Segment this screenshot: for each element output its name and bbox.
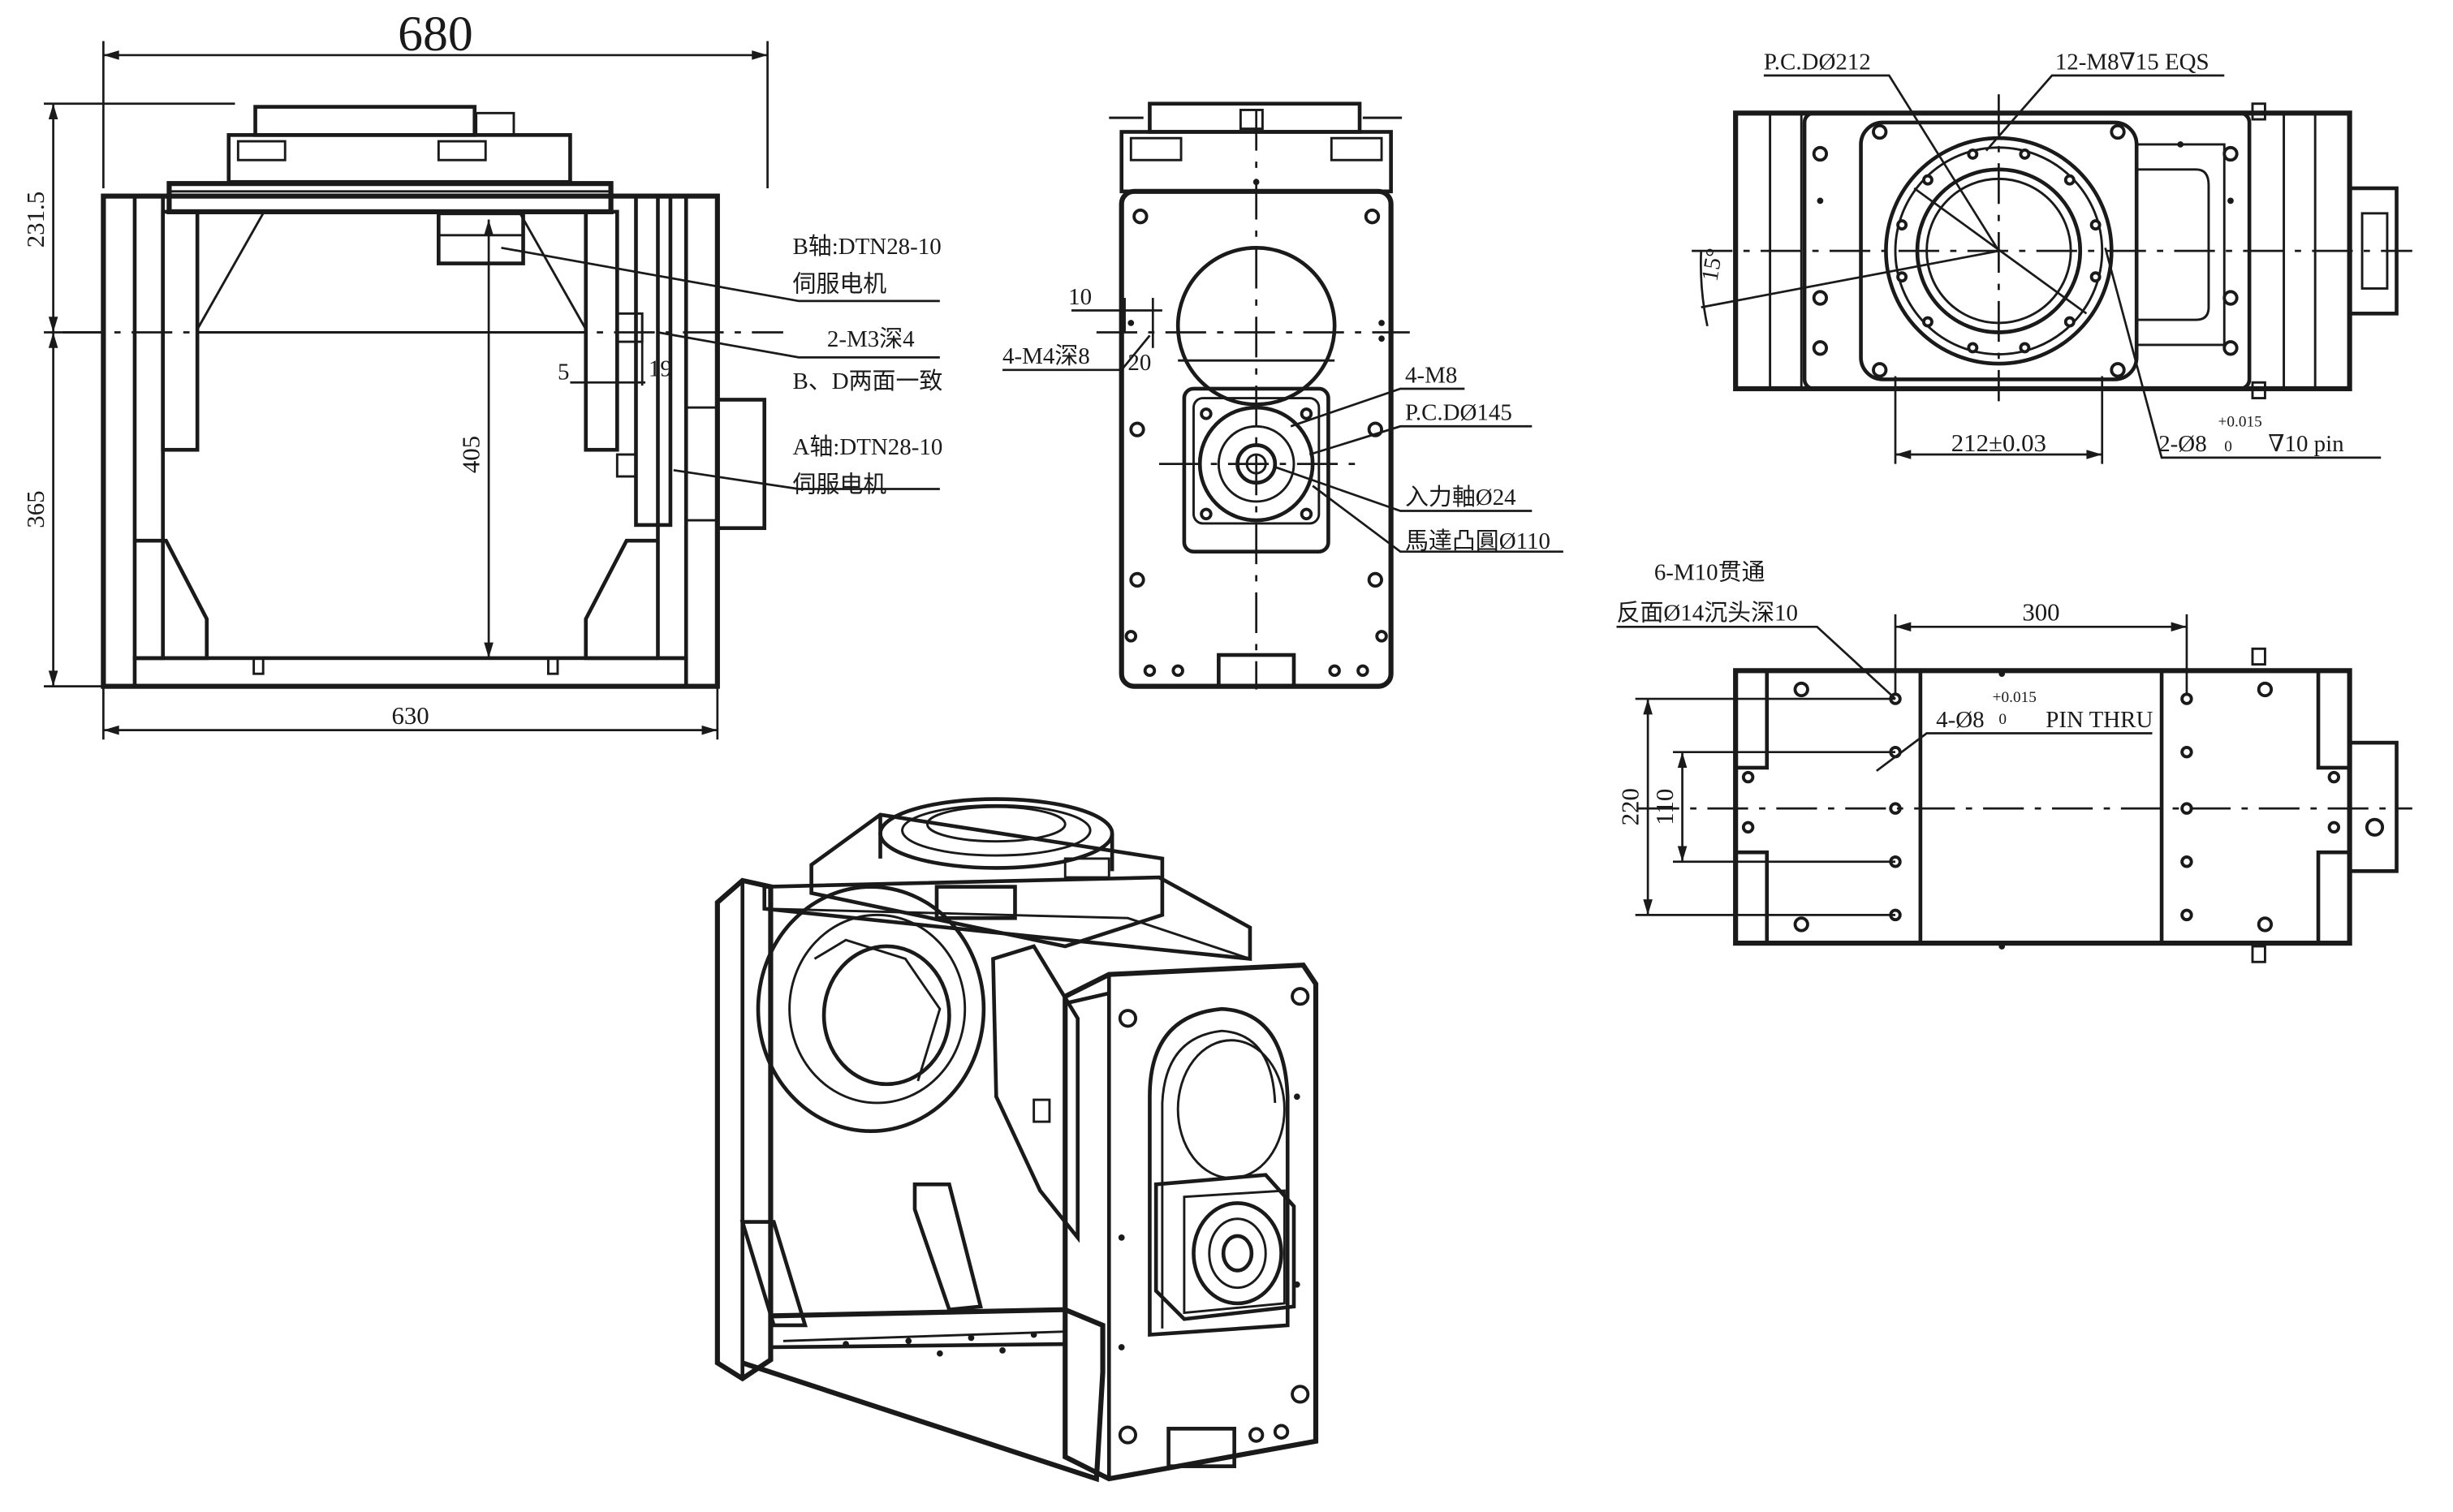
dim-365: 365 (21, 490, 50, 528)
note-m4: 4-M4深8 (1002, 343, 1090, 369)
dim-405: 405 (457, 436, 485, 473)
top-view: 15° 212±0.03 P.C.DØ212 12-M8∇15 EQS 2-Ø8… (1692, 49, 2412, 464)
bolt-hole (1896, 219, 1908, 231)
dim-110: 110 (1650, 789, 1679, 825)
note-pin2-tol: +0.015 (2218, 413, 2262, 430)
note-m8: 4-M8 (1405, 362, 1457, 388)
dim-220: 220 (1616, 788, 1645, 825)
note-pin4-b: PIN THRU (2046, 707, 2153, 733)
note-cbore: 反面Ø14沉头深10 (1617, 601, 1798, 627)
note-12-m8: 12-M8∇15 EQS (2055, 49, 2209, 75)
dim-300: 300 (2022, 598, 2059, 627)
bolt-hole (1896, 271, 1908, 283)
bolt-hole (2089, 219, 2102, 231)
bolt-hole (2089, 271, 2102, 283)
note-b-axis-motor: 伺服电机 (792, 271, 886, 297)
note-pin2-b: ∇10 pin (2268, 431, 2344, 457)
dim-680: 680 (398, 6, 473, 62)
bolt-ring (1896, 148, 2102, 354)
bolt-hole (2063, 174, 2076, 186)
bolt-hole (1922, 316, 1934, 328)
dim-20: 20 (1127, 350, 1151, 376)
dim-10: 10 (1068, 284, 1092, 310)
note-pin2-a: 2-Ø8 (2158, 431, 2206, 457)
bolt-hole (2019, 342, 2031, 354)
dim-5: 5 (558, 359, 569, 385)
note-6-m10: 6-M10贯通 (1654, 559, 1765, 585)
dim-19: 19 (649, 356, 672, 382)
note-input-shaft: 入力軸Ø24 (1405, 485, 1516, 510)
dim-angle-15: 15° (1696, 247, 1728, 283)
dim-231-5: 231.5 (21, 192, 50, 248)
note-a-axis-motor: 伺服电机 (792, 472, 886, 498)
note-m3: 2-M3深4 (827, 326, 915, 352)
bolt-hole (1922, 174, 1934, 186)
dim-630: 630 (391, 701, 429, 730)
bolt-hole (2019, 148, 2031, 160)
note-pcd212: P.C.DØ212 (1764, 49, 1871, 75)
note-pin2-zero: 0 (2224, 438, 2232, 455)
note-pin4-tol: +0.015 (1993, 689, 2037, 706)
note-motor-boss: 馬達凸圓Ø110 (1405, 528, 1550, 554)
note-pin4-a: 4-Ø8 (1936, 707, 1984, 733)
note-bd-same: B、D两面一致 (792, 368, 942, 394)
side-view: 10 20 4-M4深8 4-M8 P.C.DØ145 入力軸Ø24 馬達凸圓Ø… (1002, 101, 1563, 690)
isometric-view (714, 797, 1319, 1483)
note-pin4-zero: 0 (1998, 711, 2007, 728)
bottom-view: 300 220 110 6-M10贯通 反面Ø14沉头深10 4-Ø8 +0.0… (1616, 559, 2412, 963)
dim-212: 212±0.03 (1951, 429, 2046, 457)
bolt-hole (2063, 316, 2076, 328)
note-a-axis: A轴:DTN28-10 (792, 434, 942, 460)
bolt-hole (1967, 148, 1979, 160)
front-view: 680 231.5 365 630 405 (21, 6, 942, 740)
note-pcd145: P.C.DØ145 (1405, 400, 1512, 426)
note-b-axis: B轴:DTN28-10 (792, 234, 941, 260)
bolt-hole (1967, 342, 1979, 354)
